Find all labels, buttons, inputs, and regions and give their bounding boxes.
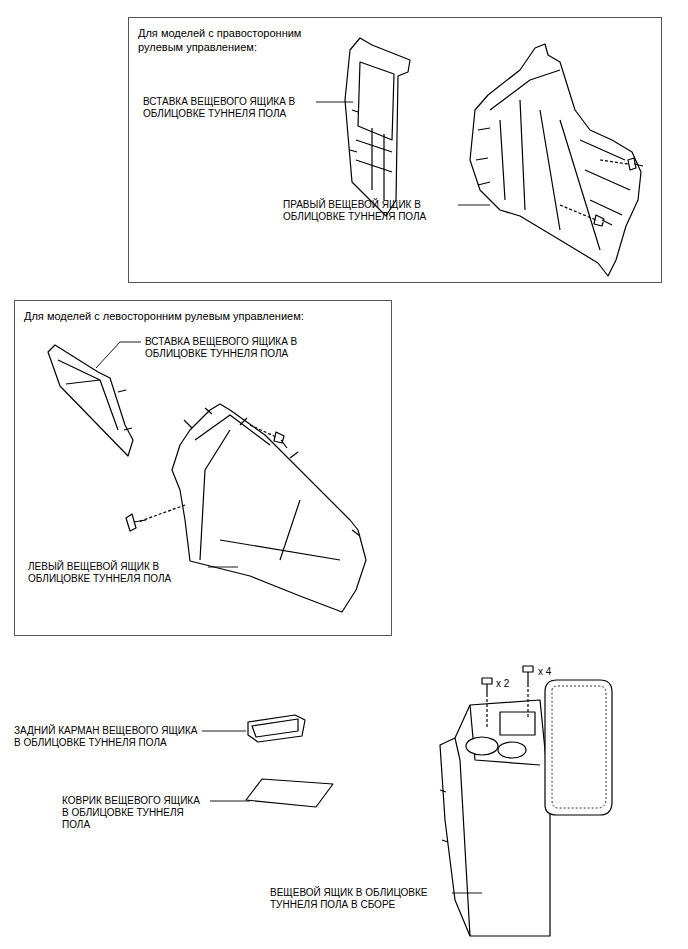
part-name: КОВРИК ВЕЩЕВОГО ЯЩИКА В ОБЛИЦОВКЕ ТУННЕЛ…: [62, 795, 207, 831]
screw-symbol: [126, 425, 287, 531]
screw-symbol: [560, 158, 643, 226]
part-name: ЗАДНИЙ КАРМАН ВЕЩЕВОГО ЯЩИКА В ОБЛИЦОВКЕ…: [14, 725, 200, 749]
part-name: ПРАВЫЙ ВЕЩЕВОЙ ЯЩИК В ОБЛИЦОВКЕ ТУННЕЛЯ …: [283, 199, 455, 223]
leader-line: [96, 102, 490, 893]
lhd-insert-part: [48, 345, 133, 456]
screw-symbol: [482, 666, 533, 728]
console-box-assembly-part: [440, 680, 612, 936]
part-name: ВЕЩЕВОЙ ЯЩИК В ОБЛИЦОВКЕ ТУННЕЛЯ ПОЛА В …: [270, 887, 450, 911]
rhd-insert-part: [345, 38, 410, 216]
variant-heading: Для моделей с правосторонним рулевым упр…: [138, 26, 316, 54]
part-name: ВСТАВКА ВЕЩЕВОГО ЯЩИКА В ОБЛИЦОВКЕ ТУННЕ…: [143, 96, 311, 120]
variant-heading: Для моделей с левосторонним рулевым упра…: [24, 309, 384, 323]
part-name: ВСТАВКА ВЕЩЕВОГО ЯЩИКА В ОБЛИЦОВКЕ ТУННЕ…: [145, 336, 317, 360]
rear-pocket-part: [248, 715, 305, 742]
variant-frame: Для моделей с правосторонним рулевым упр…: [128, 17, 662, 283]
quantity-note: x 4: [538, 666, 568, 678]
quantity-note: x 2: [496, 678, 526, 690]
rhd-right-box-part: [470, 44, 641, 276]
part-name: ЛЕВЫЙ ВЕЩЕВОЙ ЯЩИК В ОБЛИЦОВКЕ ТУННЕЛЯ П…: [28, 561, 204, 585]
lhd-left-box-part: [172, 404, 366, 612]
mat-part: [246, 779, 333, 807]
